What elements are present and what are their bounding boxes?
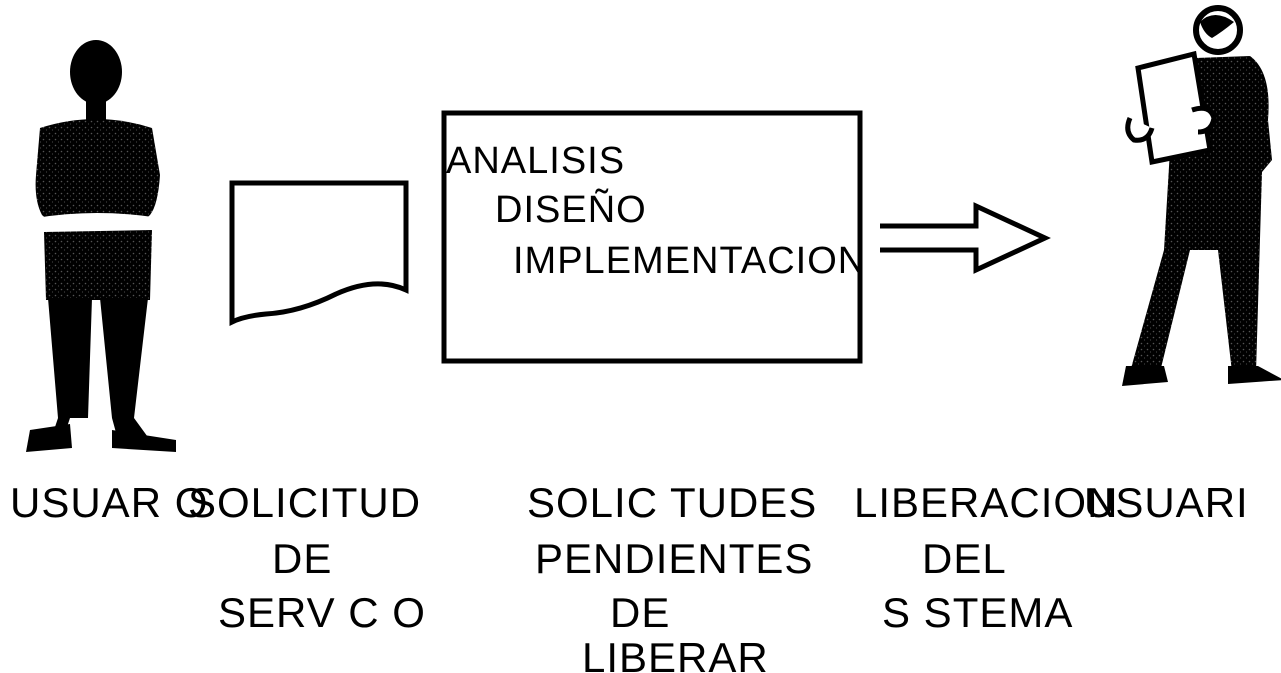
step-implementacion: IMPLEMENTACION xyxy=(513,237,866,285)
label-pending-4: LIBERAR xyxy=(582,643,769,673)
label-user-left: USUAR O xyxy=(10,479,208,527)
label-pending-2: PENDIENTES xyxy=(535,535,813,583)
label-request-1: SOLICITUD xyxy=(188,479,421,527)
document-icon xyxy=(232,183,406,322)
person-silhouette-icon xyxy=(26,40,176,452)
label-user-right: USUARI xyxy=(1084,479,1249,527)
step-analisis: ANALISIS xyxy=(446,137,625,185)
person-reading-icon xyxy=(1122,8,1281,386)
label-pending-1: SOLIC TUDES xyxy=(527,479,817,527)
label-release-2: DEL xyxy=(922,535,1007,583)
label-pending-3: DE xyxy=(610,589,670,637)
right-arrow-icon xyxy=(880,206,1045,270)
label-release-1: LIBERACION xyxy=(854,479,1118,527)
step-diseno: DISEÑO xyxy=(495,186,647,234)
label-request-3: SERV C O xyxy=(218,589,426,637)
label-request-2: DE xyxy=(272,535,332,583)
label-release-3: S STEMA xyxy=(882,589,1073,637)
